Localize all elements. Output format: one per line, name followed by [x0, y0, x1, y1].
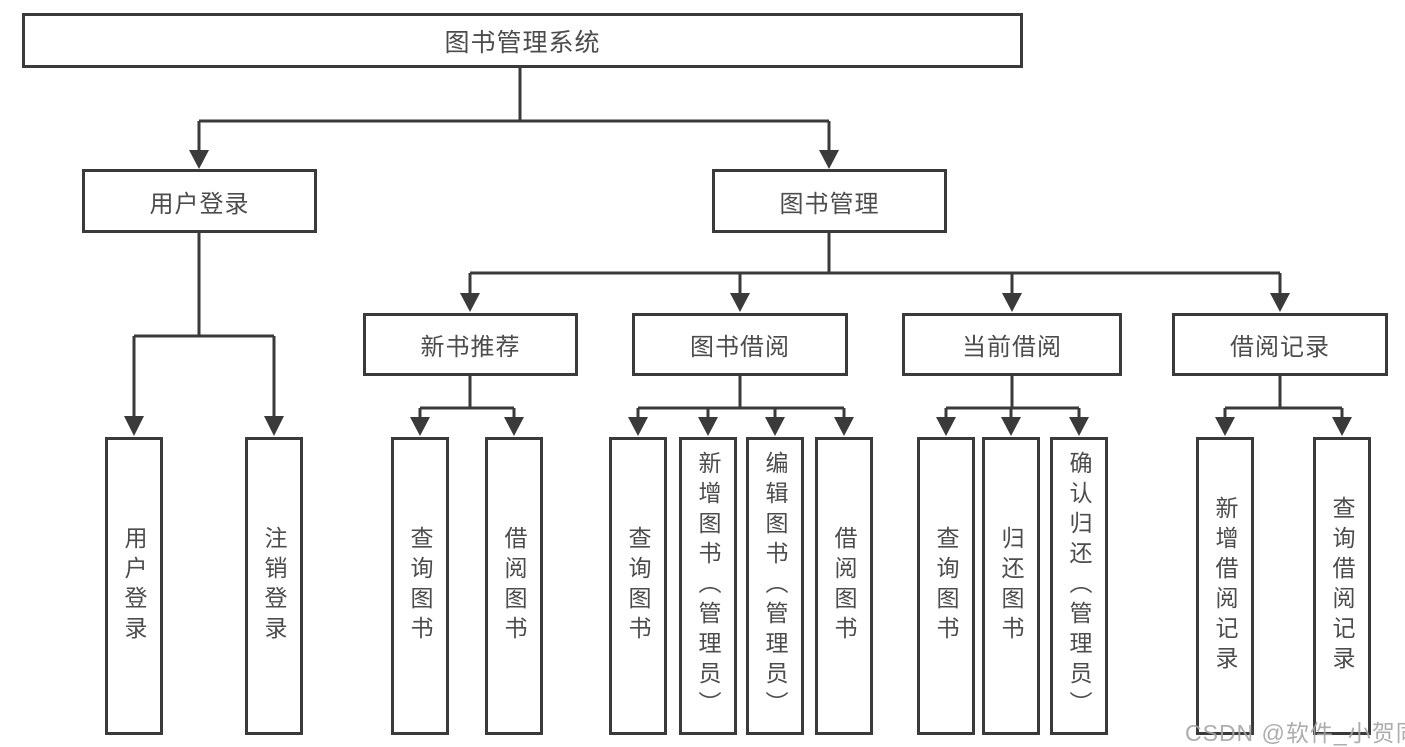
leaf-query-borrow-record: 查询借阅记录: [1313, 437, 1371, 735]
node-new-book-recommendation: 新书推荐: [363, 313, 578, 376]
node-current-borrowing: 当前借阅: [902, 313, 1122, 376]
leaf-edit-book-admin: 编辑图书（管理员）: [746, 437, 804, 735]
leaf-add-borrow-record: 新增借阅记录: [1196, 437, 1254, 735]
connector-leaf-rails: [410, 376, 1352, 436]
node-borrowing-records: 借阅记录: [1172, 313, 1388, 376]
leaf-logout: 注销登录: [245, 437, 303, 735]
node-book-management: 图书管理: [712, 169, 947, 233]
node-book-management-system: 图书管理系统: [22, 13, 1023, 68]
leaf-user-login: 用户登录: [105, 437, 163, 735]
leaf-query-books-borrow: 查询图书: [609, 437, 667, 735]
leaf-query-books-current: 查询图书: [917, 437, 975, 735]
leaf-query-books-recommend: 查询图书: [391, 437, 449, 735]
connector-book-management-rail: [460, 233, 1290, 312]
leaf-add-book-admin: 新增图书（管理员）: [679, 437, 737, 735]
connector-user-login-branch: [124, 233, 284, 436]
node-user-login: 用户登录: [82, 169, 317, 233]
connector-root: [189, 68, 839, 169]
csdn-watermark: CSDN @软件_小贺同学: [1185, 720, 1405, 746]
leaf-borrow-books-recommend: 借阅图书: [485, 437, 543, 735]
leaf-confirm-return-admin: 确认归还（管理员）: [1050, 437, 1108, 735]
node-book-borrowing: 图书借阅: [632, 313, 848, 376]
leaf-return-books: 归还图书: [982, 437, 1040, 735]
leaf-borrow-books: 借阅图书: [815, 437, 873, 735]
